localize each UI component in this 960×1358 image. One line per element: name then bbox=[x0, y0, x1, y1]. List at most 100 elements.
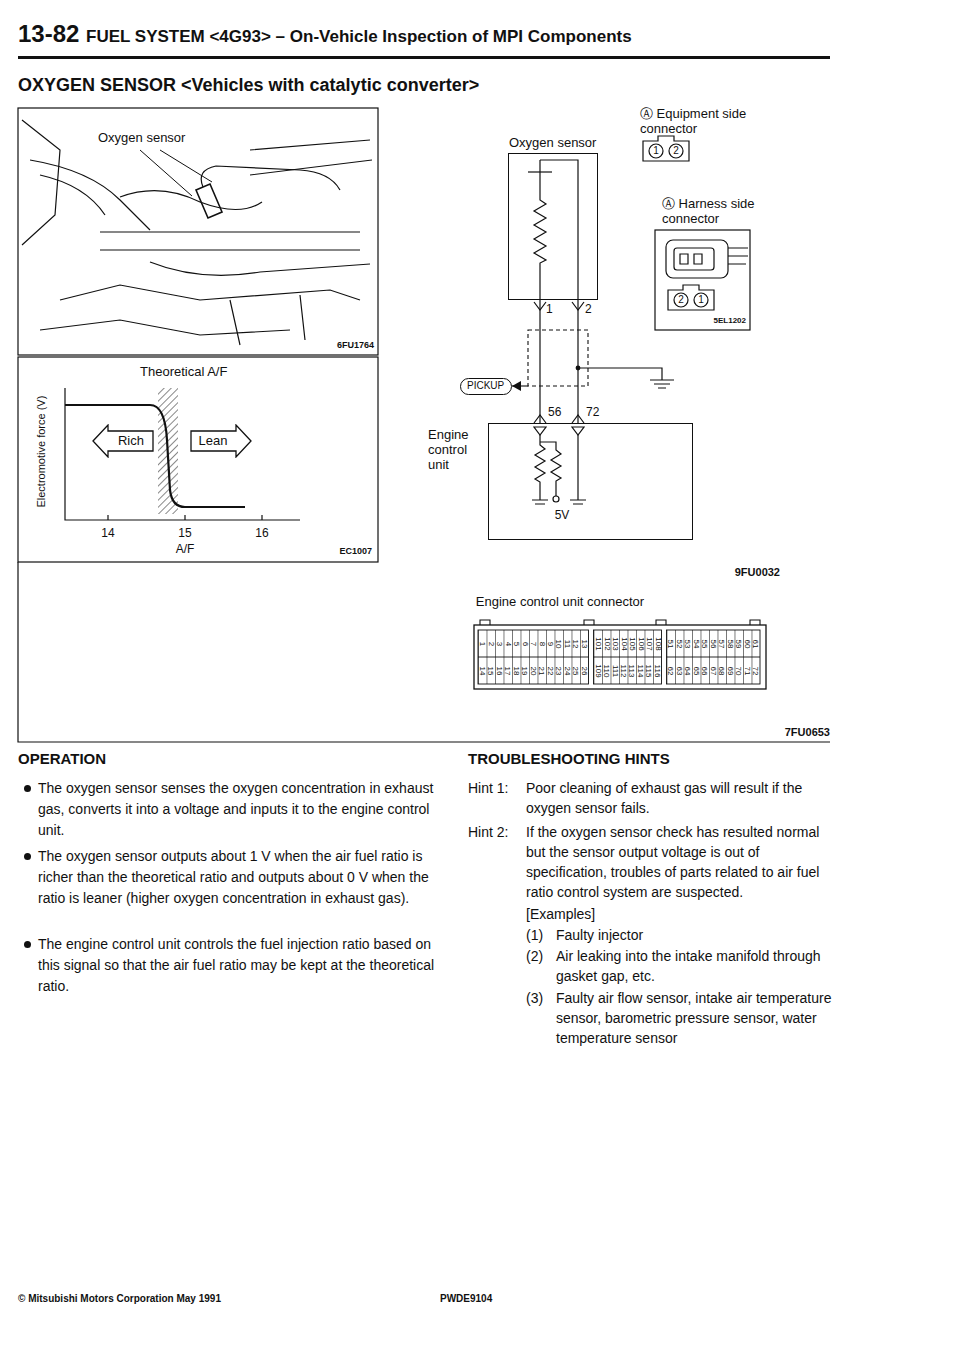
section-header: FUEL SYSTEM <4G93> – On-Vehicle Inspecti… bbox=[86, 27, 632, 47]
connector-pin-number: 6 bbox=[521, 641, 529, 645]
section-heading: OPERATION bbox=[18, 750, 106, 768]
connector-pin-number: 114 bbox=[636, 664, 644, 677]
connector-pin-number: 3 bbox=[495, 641, 503, 645]
connector-pin-number: 112 bbox=[619, 664, 627, 677]
hint-text: Poor cleaning of exhaust gas will result… bbox=[526, 778, 832, 818]
shield-wire bbox=[512, 330, 588, 386]
connector-pin-number: 115 bbox=[645, 664, 653, 677]
figure-frame bbox=[18, 562, 830, 742]
connector-pin-number: 19 bbox=[521, 666, 529, 675]
connector-pin-number: 67 bbox=[709, 666, 717, 675]
hint-number: Hint 1: bbox=[468, 778, 508, 798]
connector-pin-number: 2 bbox=[487, 641, 495, 645]
footer-copyright: © Mitsubishi Motors Corporation May 1991 bbox=[18, 1293, 221, 1305]
footer-code: PWDE9104 bbox=[440, 1293, 492, 1305]
connector-pin-number: 5 bbox=[512, 641, 520, 645]
page-number: 13-82 bbox=[18, 20, 79, 49]
list-number: (3) bbox=[526, 988, 543, 1008]
connector-pin-number: 16 bbox=[495, 666, 503, 675]
connector-pin-number: 26 bbox=[580, 666, 588, 675]
ecu-connector bbox=[474, 620, 766, 689]
node-text: Rich bbox=[118, 433, 144, 449]
connector-pin-number: 70 bbox=[735, 666, 743, 675]
axis-note: Theoretical A/F bbox=[140, 364, 227, 380]
figure-code: 5EL1202 bbox=[714, 316, 746, 326]
axis-title: Electromotive force (V) bbox=[35, 396, 48, 508]
connector-pin-number: 1 bbox=[478, 641, 486, 645]
signal-wire bbox=[539, 300, 540, 423]
connector-pin-number: 52 bbox=[675, 639, 683, 648]
connector-pin-number: 18 bbox=[512, 666, 520, 675]
connector-pin-number: 24 bbox=[563, 666, 571, 675]
tick-label: 15 bbox=[178, 526, 191, 540]
bullet-text: The oxygen sensor senses the oxygen conc… bbox=[38, 778, 440, 841]
connector-pin-number: 8 bbox=[538, 641, 546, 645]
connector-pin-number: 56 bbox=[709, 639, 717, 648]
bullet-text: The engine control unit controls the fue… bbox=[38, 934, 440, 997]
pin-number: 1 bbox=[698, 294, 704, 306]
connector-pin-number: 21 bbox=[538, 666, 546, 675]
node-heading: Oxygen sensor bbox=[509, 135, 596, 151]
connector-pin-number: 62 bbox=[667, 666, 675, 675]
connector-pin-number: 7 bbox=[529, 641, 537, 645]
connector-pin-number: 51 bbox=[667, 639, 675, 648]
pin-number: 1 bbox=[653, 145, 659, 157]
connector-pin-number: 11 bbox=[563, 639, 571, 647]
voltage-label: 5V bbox=[555, 508, 570, 522]
connector-pin-number: 60 bbox=[743, 639, 751, 648]
lean-arrow: Lean bbox=[190, 424, 252, 458]
rich-arrow: Rich bbox=[92, 424, 154, 458]
pickup-arrow bbox=[512, 381, 521, 391]
connector-pin-number: 64 bbox=[684, 666, 692, 675]
connector-pin-number: 116 bbox=[653, 664, 661, 677]
connector-pin-number: 13 bbox=[580, 639, 588, 648]
connector-pin-number: 68 bbox=[718, 666, 726, 675]
engine-illustration bbox=[18, 108, 378, 355]
connector-pin-number: 109 bbox=[594, 664, 602, 677]
bullet-dot bbox=[24, 941, 31, 948]
connector-pin-number: 4 bbox=[504, 641, 512, 645]
output-graph bbox=[18, 357, 378, 562]
sensor-symbol bbox=[528, 160, 584, 310]
figure-code: 6FU1764 bbox=[337, 340, 374, 351]
section-heading: TROUBLESHOOTING HINTS bbox=[468, 750, 670, 768]
example-text: Air leaking into the intake manifold thr… bbox=[556, 946, 832, 986]
header-rule bbox=[18, 56, 830, 59]
pin-number: 1 bbox=[546, 302, 553, 316]
example-text: Faulty injector bbox=[556, 925, 832, 945]
connector-pin-number: 12 bbox=[572, 639, 580, 648]
connector-pin-number: 20 bbox=[529, 666, 537, 675]
connector-pin-number: 9 bbox=[546, 641, 554, 645]
connector-pin-number: 55 bbox=[701, 639, 709, 648]
pickup-box: PICKUP bbox=[460, 378, 512, 395]
bullet-dot bbox=[24, 853, 31, 860]
connector-pin-number: 104 bbox=[619, 637, 627, 650]
node-text: Lean bbox=[199, 433, 228, 449]
ecu-circuit bbox=[532, 415, 586, 504]
tick-label: 16 bbox=[255, 526, 268, 540]
connector-pin-number: 15 bbox=[487, 666, 495, 675]
list-number: (1) bbox=[526, 925, 543, 945]
connector-pin-number: 111 bbox=[611, 664, 619, 676]
connector-pin-number: 22 bbox=[546, 666, 554, 675]
tick-label: 14 bbox=[101, 526, 114, 540]
axis-title: A/F bbox=[176, 542, 195, 556]
bullet-text: The oxygen sensor outputs about 1 V when… bbox=[38, 846, 440, 909]
connector-pin-number: 65 bbox=[692, 666, 700, 675]
connector-pin-number: 53 bbox=[684, 639, 692, 648]
node-heading: Engine control unit bbox=[428, 428, 484, 473]
pin-number: 2 bbox=[585, 302, 592, 316]
connector-pin-number: 61 bbox=[752, 639, 760, 648]
pin-number: 56 bbox=[548, 405, 561, 419]
connector-pin-number: 14 bbox=[478, 666, 486, 675]
connector-pin-number: 72 bbox=[752, 666, 760, 675]
connector-pin-number: 71 bbox=[743, 666, 751, 675]
signal-wire bbox=[577, 300, 578, 423]
connector-pin-number: 103 bbox=[611, 637, 619, 650]
connector-pin-number: 25 bbox=[572, 666, 580, 675]
connector-pin-number: 10 bbox=[555, 639, 563, 648]
figure-code: EC1007 bbox=[339, 546, 372, 557]
figure-caption: Engine control unit connector bbox=[476, 594, 644, 610]
connector-pin-number: 101 bbox=[594, 637, 602, 650]
